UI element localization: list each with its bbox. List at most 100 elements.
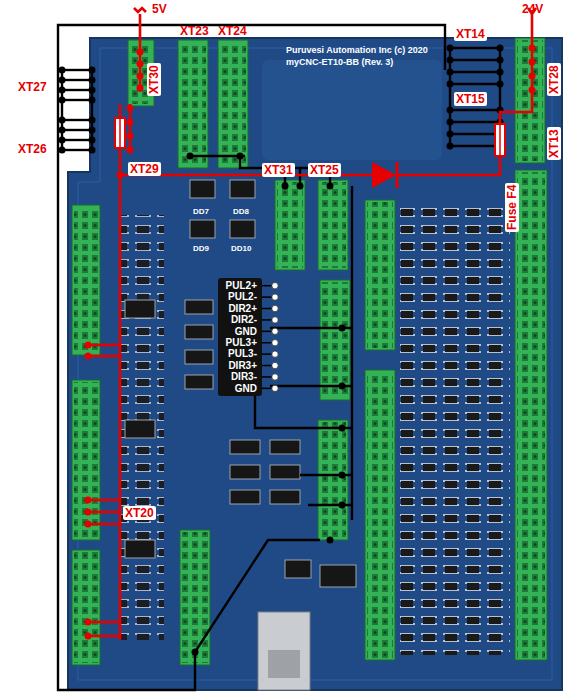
terminal-pin bbox=[272, 305, 278, 311]
power-dot bbox=[127, 147, 134, 154]
terminal-screws bbox=[320, 422, 346, 538]
power-dot bbox=[85, 633, 92, 640]
connector-label: XT31 bbox=[262, 163, 295, 177]
connector-label: XT13 bbox=[547, 127, 561, 160]
wire-dot bbox=[89, 127, 96, 134]
wire bbox=[450, 133, 500, 135]
connector-label: XT28 bbox=[547, 63, 561, 96]
wire bbox=[351, 186, 353, 520]
wire-dot bbox=[339, 425, 346, 432]
connector-label: XT25 bbox=[308, 163, 341, 177]
wire-dot bbox=[59, 127, 66, 134]
wire bbox=[450, 83, 500, 85]
wire-dot bbox=[497, 69, 504, 76]
wire-dot bbox=[237, 153, 244, 160]
ic-chip bbox=[230, 220, 255, 238]
terminal-block bbox=[275, 180, 305, 270]
pin-lead bbox=[262, 388, 272, 390]
wire-dot bbox=[339, 502, 346, 509]
power-dot bbox=[137, 61, 144, 68]
power-wire bbox=[88, 621, 120, 624]
power-dot bbox=[529, 87, 536, 94]
wire-dot bbox=[89, 77, 96, 84]
power-dot bbox=[85, 521, 92, 528]
connector-label: XT23 bbox=[180, 24, 209, 38]
pin-lead bbox=[262, 308, 272, 310]
signal-name: PUL2+ bbox=[223, 280, 257, 291]
wire-dot bbox=[339, 383, 346, 390]
ic-chip bbox=[125, 540, 155, 558]
wire bbox=[62, 89, 92, 91]
connector-label: XT24 bbox=[218, 24, 247, 38]
signal-label-box: PUL2+PUL2-DIR2+DIR2-GNDPUL3+PUL3-DIR3+DI… bbox=[218, 278, 262, 396]
terminal-screws bbox=[367, 202, 393, 348]
wire bbox=[62, 99, 92, 101]
power-dot bbox=[85, 342, 92, 349]
wire-dot bbox=[339, 472, 346, 479]
wire-dot bbox=[59, 147, 66, 154]
ic-chip bbox=[185, 325, 213, 339]
terminal-screws bbox=[220, 42, 246, 166]
pin-lead bbox=[262, 296, 272, 298]
wire bbox=[62, 69, 92, 71]
wire-dot bbox=[327, 183, 334, 190]
power-wire bbox=[134, 8, 146, 12]
wire bbox=[62, 119, 92, 121]
wire-dot bbox=[327, 537, 334, 544]
ic-chip bbox=[125, 300, 155, 318]
pin-lead bbox=[262, 342, 272, 344]
wire bbox=[62, 129, 92, 131]
power-wire bbox=[88, 344, 120, 347]
wire-dot bbox=[447, 131, 454, 138]
wire-dot bbox=[89, 137, 96, 144]
terminal-block bbox=[365, 370, 395, 660]
wire bbox=[195, 540, 320, 652]
wire-dot bbox=[497, 81, 504, 88]
ic-chip bbox=[230, 180, 255, 198]
diode-symbol bbox=[396, 162, 399, 188]
wire-dot bbox=[447, 45, 454, 52]
pin-lead bbox=[262, 376, 272, 378]
signal-name: PUL3+ bbox=[223, 337, 257, 348]
terminal-screws bbox=[74, 552, 98, 663]
circuit-board: Puruvesi Automation Inc (c) 2020myCNC-ET… bbox=[68, 38, 562, 690]
copper-pour bbox=[262, 60, 442, 160]
wire bbox=[450, 59, 500, 61]
terminal-block bbox=[72, 550, 100, 665]
pin-lead bbox=[262, 331, 272, 333]
terminal-pin bbox=[272, 374, 278, 380]
wire bbox=[450, 71, 500, 73]
chip-designator: DD8 bbox=[233, 207, 249, 217]
ic-chip bbox=[285, 560, 311, 578]
pin-lead bbox=[262, 353, 272, 355]
terminal-screws bbox=[74, 382, 98, 538]
power-wire bbox=[119, 148, 122, 640]
terminal-block bbox=[365, 200, 395, 350]
wire-dot bbox=[192, 649, 199, 656]
wire-dot bbox=[59, 117, 66, 124]
ic-chip bbox=[125, 420, 155, 438]
signal-name: GND bbox=[223, 383, 257, 394]
ic-chip bbox=[230, 440, 260, 454]
wire-dot bbox=[89, 147, 96, 154]
ic-chip bbox=[190, 180, 215, 198]
terminal-block bbox=[72, 380, 100, 540]
wire-dot bbox=[59, 67, 66, 74]
connector-label: XT27 bbox=[18, 80, 47, 94]
wire-dot bbox=[59, 137, 66, 144]
terminal-screws bbox=[517, 40, 543, 161]
terminal-screws bbox=[320, 182, 346, 268]
power-dot bbox=[529, 73, 536, 80]
chip-designator: DD9 bbox=[193, 244, 209, 254]
wire bbox=[58, 25, 445, 690]
power-wire bbox=[500, 14, 532, 124]
power-dot bbox=[85, 509, 92, 516]
terminal-block bbox=[318, 420, 348, 540]
terminal-screws bbox=[517, 172, 545, 658]
power-dot bbox=[127, 119, 134, 126]
connector-label: XT15 bbox=[454, 92, 487, 106]
terminal-pin bbox=[272, 351, 278, 357]
power-dot bbox=[529, 59, 536, 66]
terminal-block bbox=[180, 530, 210, 665]
